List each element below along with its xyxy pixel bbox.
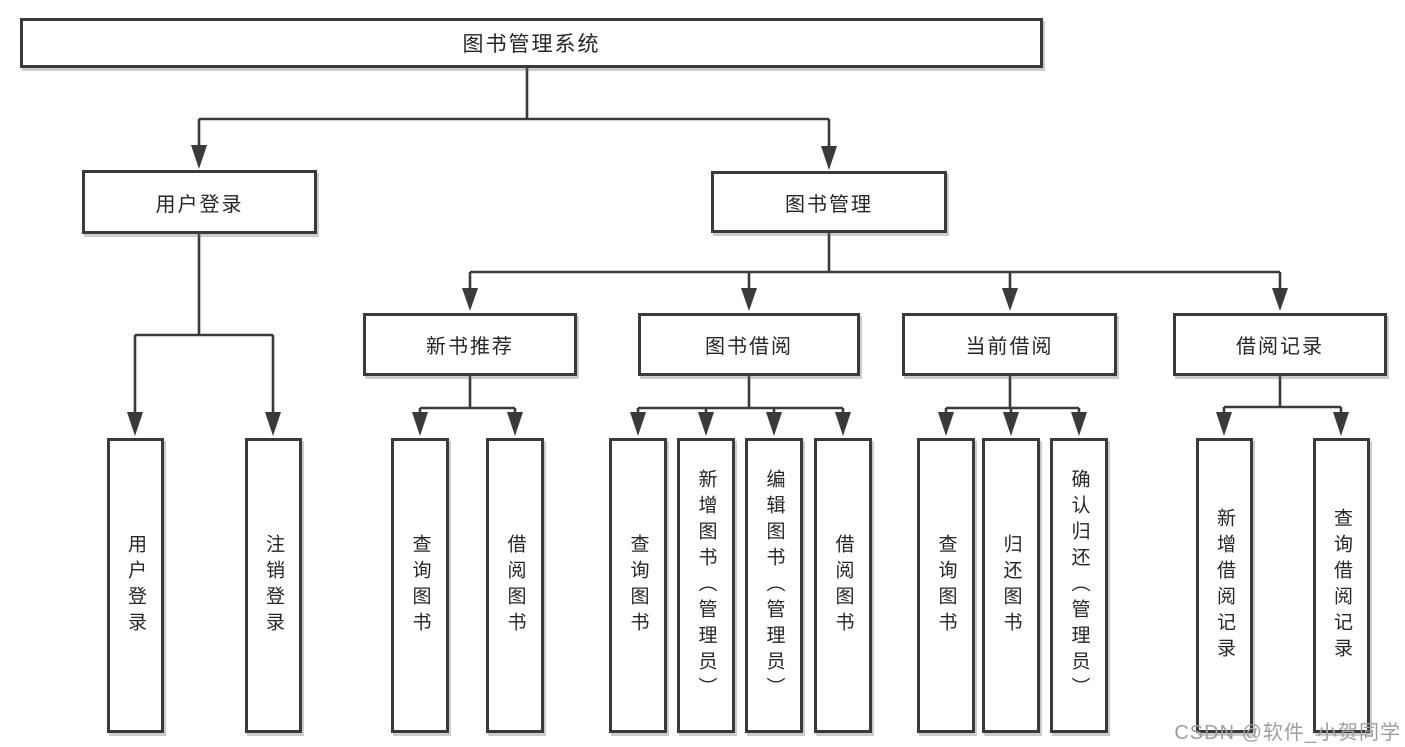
leaf-borrow-books-recommend: 借阅图书 bbox=[486, 438, 544, 733]
connector-root-to-level2 bbox=[191, 68, 837, 170]
leaf-logout: 注销登录 bbox=[245, 438, 302, 733]
leaf-add-borrow-record: 新增借阅记录 bbox=[1196, 438, 1253, 733]
arrowhead bbox=[1272, 288, 1288, 311]
arrowhead bbox=[835, 412, 851, 436]
connector-book-mgmt-to-level3 bbox=[462, 233, 1288, 311]
node-current-borrow: 当前借阅 bbox=[902, 313, 1117, 376]
leaf-return-books: 归还图书 bbox=[982, 438, 1040, 733]
leaf-query-books-recommend: 查询图书 bbox=[391, 438, 449, 733]
arrowhead bbox=[1333, 412, 1349, 436]
node-current-borrow-label: 当前借阅 bbox=[965, 336, 1054, 358]
arrowhead bbox=[191, 145, 207, 169]
csdn-watermark: CSDN @软件_小贺同学 bbox=[1174, 722, 1401, 744]
leaf-add-borrow-record-label: 新增借阅记录 bbox=[1214, 507, 1235, 664]
leaf-confirm-return-admin-label: 确认归还（管理员） bbox=[1068, 468, 1090, 703]
connector-borrow-record-children bbox=[1216, 376, 1349, 436]
connector-user-login-children bbox=[127, 234, 281, 436]
node-book-borrow-label: 图书借阅 bbox=[705, 336, 793, 358]
arrowhead bbox=[741, 288, 757, 311]
leaf-borrow-books-recommend-label: 借阅图书 bbox=[504, 533, 526, 638]
arrowhead bbox=[766, 412, 782, 436]
leaf-edit-books-admin-label: 编辑图书（管理员） bbox=[763, 468, 785, 703]
leaf-user-login: 用户登录 bbox=[107, 438, 164, 733]
node-root: 图书管理系统 bbox=[20, 18, 1043, 68]
node-root-label: 图书管理系统 bbox=[462, 33, 601, 56]
node-borrow-records: 借阅记录 bbox=[1173, 313, 1387, 376]
arrowhead bbox=[507, 412, 523, 436]
leaf-query-books-recommend-label: 查询图书 bbox=[409, 533, 431, 638]
leaf-query-books-current-label: 查询图书 bbox=[935, 533, 957, 638]
node-book-management-label: 图书管理 bbox=[785, 193, 873, 216]
leaf-query-books-borrow: 查询图书 bbox=[609, 438, 667, 733]
arrowhead bbox=[1003, 412, 1019, 436]
arrowhead bbox=[1216, 412, 1232, 436]
connector-current-borrow-children bbox=[938, 376, 1087, 436]
connector-book-borrow-children bbox=[630, 376, 851, 436]
arrowhead bbox=[1002, 288, 1018, 311]
node-new-book-recommend: 新书推荐 bbox=[363, 313, 577, 376]
arrowhead bbox=[630, 412, 646, 436]
leaf-query-books-current: 查询图书 bbox=[917, 438, 975, 733]
arrowhead bbox=[127, 412, 143, 436]
arrowhead bbox=[265, 412, 281, 436]
leaf-borrow-books: 借阅图书 bbox=[814, 438, 872, 733]
leaf-confirm-return-admin: 确认归还（管理员） bbox=[1050, 438, 1108, 733]
leaf-borrow-books-label: 借阅图书 bbox=[832, 533, 854, 638]
node-borrow-records-label: 借阅记录 bbox=[1236, 336, 1324, 358]
leaf-return-books-label: 归还图书 bbox=[1000, 533, 1022, 638]
node-user-login: 用户登录 bbox=[82, 170, 317, 234]
node-user-login-label: 用户登录 bbox=[155, 193, 244, 216]
arrowhead bbox=[698, 412, 714, 436]
connector-new-book-children bbox=[412, 376, 523, 436]
leaf-add-books-admin-label: 新增图书（管理员） bbox=[695, 468, 717, 703]
leaf-query-borrow-record-label: 查询借阅记录 bbox=[1331, 507, 1352, 664]
leaf-edit-books-admin: 编辑图书（管理员） bbox=[745, 438, 803, 733]
leaf-query-books-borrow-label: 查询图书 bbox=[627, 533, 649, 638]
arrowhead bbox=[412, 412, 428, 436]
leaf-add-books-admin: 新增图书（管理员） bbox=[677, 438, 735, 733]
arrowhead bbox=[462, 288, 478, 311]
arrowhead bbox=[1071, 412, 1087, 436]
node-new-book-recommend-label: 新书推荐 bbox=[426, 336, 514, 358]
arrowhead bbox=[821, 146, 837, 170]
leaf-logout-label: 注销登录 bbox=[263, 533, 284, 638]
arrowhead bbox=[938, 412, 954, 436]
node-book-management: 图书管理 bbox=[711, 171, 947, 233]
leaf-user-login-label: 用户登录 bbox=[125, 533, 146, 638]
node-book-borrow: 图书借阅 bbox=[638, 313, 860, 376]
leaf-query-borrow-record: 查询借阅记录 bbox=[1313, 438, 1370, 733]
